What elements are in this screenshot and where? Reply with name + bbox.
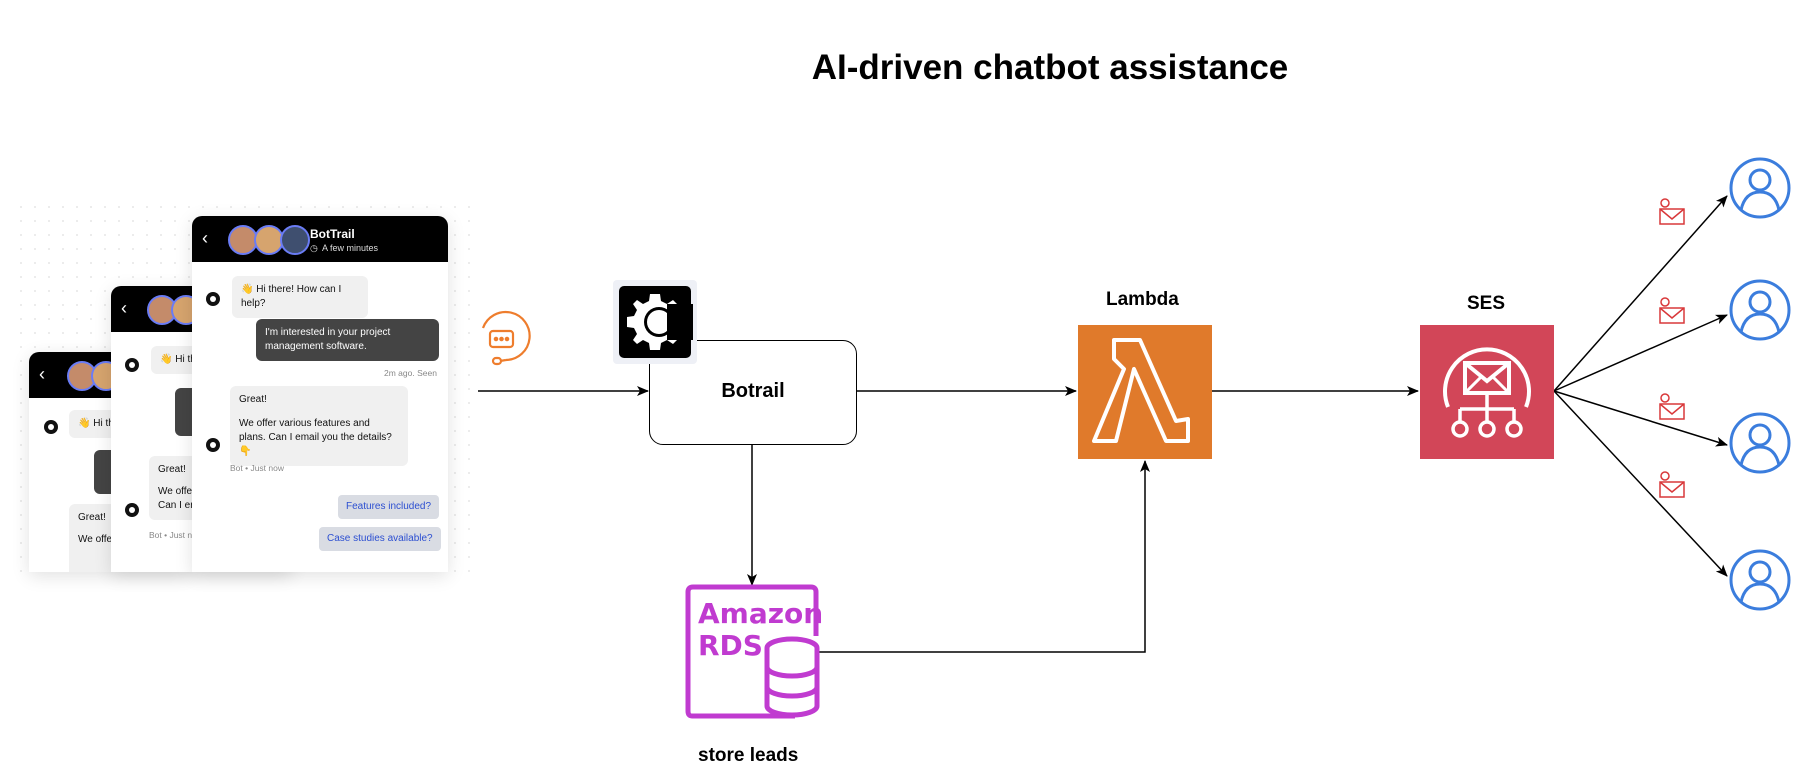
chat-card-header: ‹ BotTrail ◷ A few minutes (192, 216, 448, 262)
message-meta: Bot • Just n (149, 530, 193, 540)
bot-reply-text: We offe Can I er (158, 486, 194, 511)
bot-reply-text: We offer various features and plans. Can… (239, 418, 392, 457)
back-arrow-icon[interactable]: ‹ (202, 228, 208, 248)
message-meta: Bot • Just now (230, 463, 285, 473)
edge-ses-to-user-4 (1553, 390, 1728, 577)
chat-bubble: I'm interested in your project managemen… (256, 319, 439, 361)
bot-reply-title: Great! (239, 394, 267, 405)
user-icon (1729, 279, 1791, 341)
rds-logo-text: Amazon RDS (698, 598, 823, 662)
ses-icon (1420, 325, 1554, 459)
bot-name: BotTrail (310, 227, 355, 241)
quick-reply-chip[interactable]: Case studies available? (319, 527, 441, 551)
message-meta: 2m ago. Seen (384, 368, 437, 378)
user-icon (1729, 549, 1791, 611)
botrail-label: Botrail (721, 380, 785, 402)
diagram-title: AI-driven chatbot assistance (811, 48, 1289, 87)
chat-card-front: ‹ BotTrail ◷ A few minutes 👋 Hi there! H… (192, 216, 448, 572)
bot-reply-title: Great! (78, 512, 106, 523)
bot-icon (125, 503, 139, 517)
email-icon (1659, 393, 1685, 420)
ses-label: SES (1467, 293, 1506, 314)
edge-ses-to-user-3 (1553, 390, 1728, 447)
back-arrow-icon[interactable]: ‹ (121, 298, 127, 318)
edge-ses-to-user-2 (1553, 314, 1728, 392)
bot-reply-title: Great! (158, 464, 186, 475)
bot-icon (125, 358, 139, 372)
chat-mockup: ‹ 👋 Hi th Great! We offe ‹ 👋 Hi th Great… (14, 200, 479, 572)
edge-ses-to-user-1 (1553, 195, 1728, 392)
quick-reply-chip[interactable]: Features included? (338, 495, 440, 519)
bot-reply-text: We offe (78, 534, 113, 545)
email-icon (1659, 471, 1685, 498)
rds-logo-line1: Amazon (698, 597, 824, 630)
rds-caption: store leads (698, 745, 799, 766)
user-icon (1729, 157, 1791, 219)
chat-bubble: 👋 Hi there! How can I help? (232, 276, 368, 318)
email-icon (1659, 198, 1685, 225)
back-arrow-icon[interactable]: ‹ (39, 364, 45, 384)
user-icon (1729, 412, 1791, 474)
gear-icon (613, 280, 697, 364)
email-icon (1659, 297, 1685, 324)
bot-icon (206, 438, 220, 452)
lambda-label: Lambda (1106, 289, 1179, 310)
clock-icon: ◷ (310, 243, 318, 253)
chat-support-icon (481, 310, 531, 366)
bot-icon (44, 420, 58, 434)
lambda-icon (1078, 325, 1212, 459)
edge-rds-to-lambda (818, 460, 1150, 653)
chat-bubble: Great! We offer various features and pla… (230, 386, 408, 466)
bot-icon (206, 292, 220, 306)
bot-status: A few minutes (322, 243, 379, 253)
rds-database-icon (685, 584, 820, 719)
avatar (280, 225, 310, 255)
rds-logo-line2: RDS (698, 629, 763, 662)
